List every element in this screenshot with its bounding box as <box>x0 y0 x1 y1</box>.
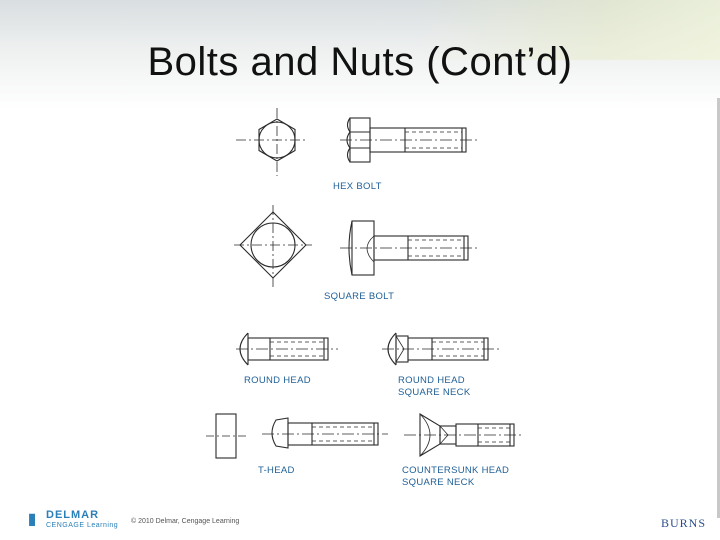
round-head-square-neck-bolt <box>382 332 500 366</box>
label-square-bolt: SQUARE BOLT <box>324 291 395 302</box>
t-head-side-view <box>262 417 388 449</box>
slide-edge-divider <box>717 98 720 518</box>
label-countersunk-line2: SQUARE NECK <box>402 477 475 488</box>
copyright-notice: © 2010 Delmar, Cengage Learning <box>131 518 240 525</box>
logo-name: DELMAR <box>46 509 100 521</box>
round-head-bolt <box>236 332 338 366</box>
label-t-head: T-HEAD <box>258 465 295 476</box>
author-mark: BURNS <box>660 516 706 530</box>
label-round-head-square-neck-line2: SQUARE NECK <box>398 387 471 398</box>
label-round-head: ROUND HEAD <box>244 375 311 386</box>
logo-subtitle: CENGAGE Learning <box>46 522 119 529</box>
publisher-logo: ▮ DELMAR CENGAGE Learning <box>22 508 122 532</box>
label-round-head-square-neck-line1: ROUND HEAD <box>398 375 465 386</box>
label-hex-bolt: HEX BOLT <box>333 181 382 192</box>
square-bolt-end-view <box>234 205 312 288</box>
countersunk-square-neck-bolt <box>404 413 524 457</box>
square-bolt-side-view <box>340 220 480 276</box>
label-countersunk-line1: COUNTERSUNK HEAD <box>402 465 510 476</box>
hex-bolt-side-view <box>340 117 480 163</box>
t-head-end-view <box>206 413 246 459</box>
slide-title: Bolts and Nuts (Cont’d) <box>147 40 573 84</box>
delmar-logo-icon: ▮ <box>27 511 37 528</box>
title-band <box>0 0 720 110</box>
hex-bolt-end-view <box>236 108 308 176</box>
